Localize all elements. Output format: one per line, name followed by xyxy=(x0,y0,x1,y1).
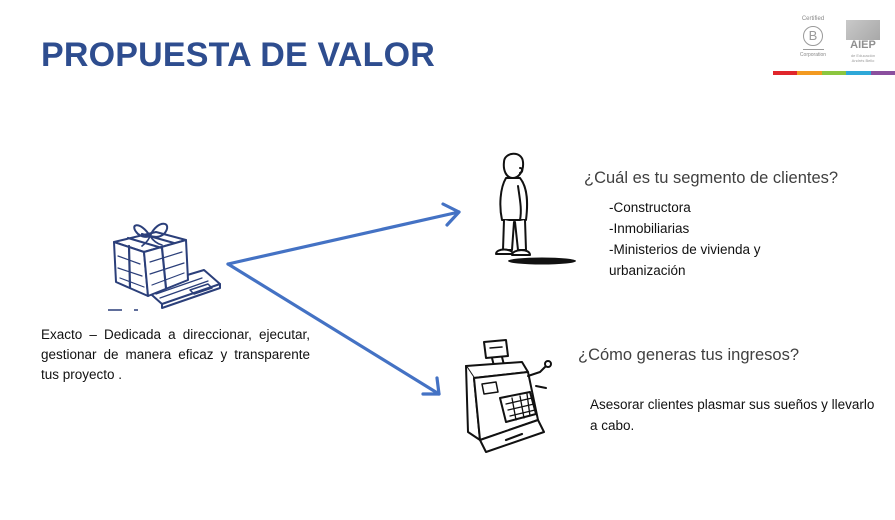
cash-register-icon xyxy=(465,339,552,453)
aiep-mark-icon xyxy=(846,20,880,40)
arrow-to-segment-head xyxy=(441,202,461,227)
brand-color-stripe xyxy=(773,71,895,75)
stripe-segment-green xyxy=(821,71,847,75)
revenue-question: ¿Cómo generas tus ingresos? xyxy=(578,346,800,364)
aiep-logo: AIEP de Educación Andrés Bello xyxy=(846,20,880,64)
stripe-segment-red xyxy=(773,71,798,75)
aiep-wordmark: AIEP xyxy=(850,39,876,51)
stripe-segment-orange xyxy=(797,71,822,75)
value-proposition-text: Exacto – Dedicada a direccionar, ejecuta… xyxy=(41,327,310,382)
bcorp-certified-label: Certified xyxy=(801,16,825,22)
bcorp-corporation-label: Corporation xyxy=(799,52,827,58)
stripe-segment-blue xyxy=(846,71,871,75)
bcorp-underline xyxy=(803,49,824,50)
bcorp-logo: Certified B Corporation xyxy=(796,16,830,64)
arrow-to-segment xyxy=(226,210,461,266)
bcorp-b-mark: B xyxy=(803,26,823,46)
person-icon xyxy=(495,152,576,265)
customer-segment-question: ¿Cuál es tu segmento de clientes? xyxy=(584,169,839,187)
page-title: PROPUESTA DE VALOR xyxy=(41,36,436,74)
customer-segment-list: -Constructora -Inmobiliarias -Ministerio… xyxy=(609,197,769,281)
list-item: -Ministerios de vivienda y urbanización xyxy=(609,242,761,278)
aiep-tagline: de Educación Andrés Bello xyxy=(850,53,876,63)
gift-laptop-icon xyxy=(108,222,221,311)
stripe-segment-purple xyxy=(870,71,895,75)
revenue-answer: Asesorar clientes plasmar sus sueños y l… xyxy=(590,397,875,433)
list-item: -Constructora xyxy=(609,200,691,215)
list-item: -Inmobiliarias xyxy=(609,221,690,236)
arrow-to-revenue-head xyxy=(421,376,441,396)
arrow-to-revenue xyxy=(226,262,441,396)
